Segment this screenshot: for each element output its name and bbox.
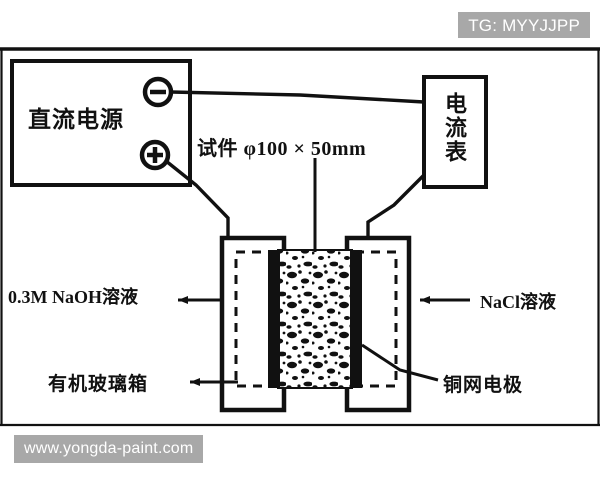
naoh-leader [178,296,222,304]
positive-terminal [139,139,171,171]
nacl-leader [420,296,470,304]
watermark-top-badge: TG: MYYJJPP [458,12,590,38]
plexiglass-leader [190,378,238,386]
watermark-bottom-text: www.yongda-paint.com [24,440,194,457]
ammeter-label: 电流表 [441,92,466,164]
copper-mesh-electrode-label: 铜网电极 [443,374,524,396]
dc-power-supply-label: 直流电源 [28,107,124,133]
wire-ammeter-to-right-electrode [366,173,426,238]
nacl-solution-label: NaCl溶液 [480,292,556,312]
left-copper-mesh-electrode [268,250,280,388]
negative-terminal [142,76,174,108]
watermark-top-text: TG: MYYJJPP [468,15,580,35]
specimen-label: 试件 φ100 × 50mm [197,138,367,160]
concrete-specimen [277,249,353,389]
wire-positive-to-left-electrode [164,159,230,238]
wire-negative-to-ammeter [170,90,425,104]
watermark-bottom-badge: www.yongda-paint.com [14,435,204,463]
ammeter-box [422,75,488,189]
plexiglass-box-label: 有机玻璃箱 [48,373,149,395]
electrode-leader [361,343,439,382]
right-copper-mesh-electrode [350,250,362,388]
naoh-solution-label: 0.3M NaOH溶液 [8,287,138,307]
